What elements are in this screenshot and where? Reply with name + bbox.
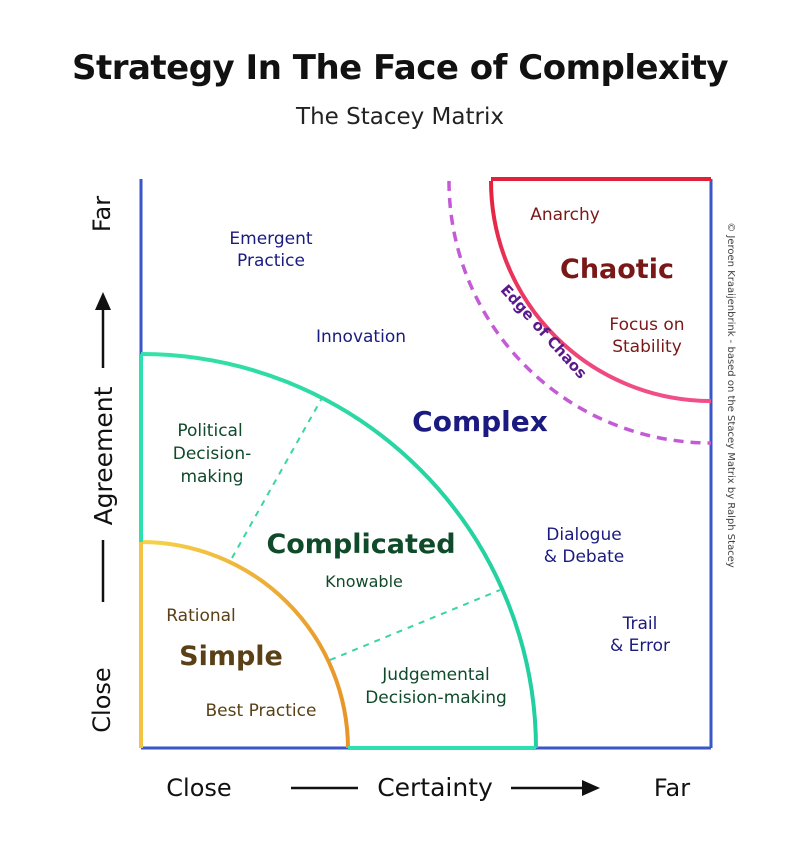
complex-item-trail-line2: & Error bbox=[610, 636, 670, 656]
simple-title: Simple bbox=[179, 641, 283, 672]
complex-item-trail-line1: Trail bbox=[622, 614, 658, 634]
complicated-item-political-line3: making bbox=[180, 467, 243, 487]
page-title: Strategy In The Face of Complexity bbox=[71, 48, 729, 88]
complicated-item-political-line1: Political bbox=[177, 421, 242, 441]
y-axis-title: Agreement bbox=[89, 386, 118, 525]
complex-item-innovation: Innovation bbox=[316, 327, 406, 347]
edge-of-chaos-boundary bbox=[447, 180, 712, 445]
complex-title: Complex bbox=[412, 405, 548, 438]
edge-of-chaos-label: Edge of Chaos bbox=[497, 281, 591, 382]
credit-text: © Jeroen Kraaijenbrink - based on the St… bbox=[725, 222, 736, 568]
x-axis-arrow-icon bbox=[582, 780, 600, 796]
complicated-divider-lower bbox=[329, 589, 501, 661]
chaotic-item-focus-line2: Stability bbox=[612, 337, 682, 357]
x-axis-close-label: Close bbox=[166, 774, 231, 802]
complex-item-dialogue-line1: Dialogue bbox=[546, 525, 621, 545]
complex-item-emergent-line2: Practice bbox=[237, 251, 305, 271]
complicated-item-judgemental-line2: Decision-making bbox=[365, 688, 507, 708]
simple-item-rational: Rational bbox=[166, 606, 236, 626]
complex-item-dialogue-line2: & Debate bbox=[544, 547, 625, 567]
x-axis-far-label: Far bbox=[654, 774, 690, 802]
page-subtitle: The Stacey Matrix bbox=[296, 104, 504, 130]
complicated-title: Complicated bbox=[266, 529, 455, 560]
complicated-item-judgemental-line1: Judgemental bbox=[381, 665, 489, 685]
chaotic-item-focus-line1: Focus on bbox=[609, 315, 684, 335]
chaotic-boundary bbox=[489, 180, 712, 403]
complicated-item-political-line2: Decision- bbox=[173, 444, 252, 464]
simple-boundary bbox=[140, 540, 350, 749]
simple-item-best-practice: Best Practice bbox=[206, 701, 317, 721]
y-axis-arrow-icon bbox=[95, 292, 111, 310]
y-axis-close-label: Close bbox=[88, 667, 116, 732]
chaotic-item-anarchy: Anarchy bbox=[530, 205, 600, 225]
complicated-item-knowable: Knowable bbox=[325, 572, 403, 591]
chaotic-title: Chaotic bbox=[560, 254, 674, 285]
y-axis-far-label: Far bbox=[88, 196, 116, 232]
complicated-boundary bbox=[140, 352, 538, 749]
complex-item-emergent-line1: Emergent bbox=[229, 229, 312, 249]
x-axis-title: Certainty bbox=[377, 773, 493, 802]
